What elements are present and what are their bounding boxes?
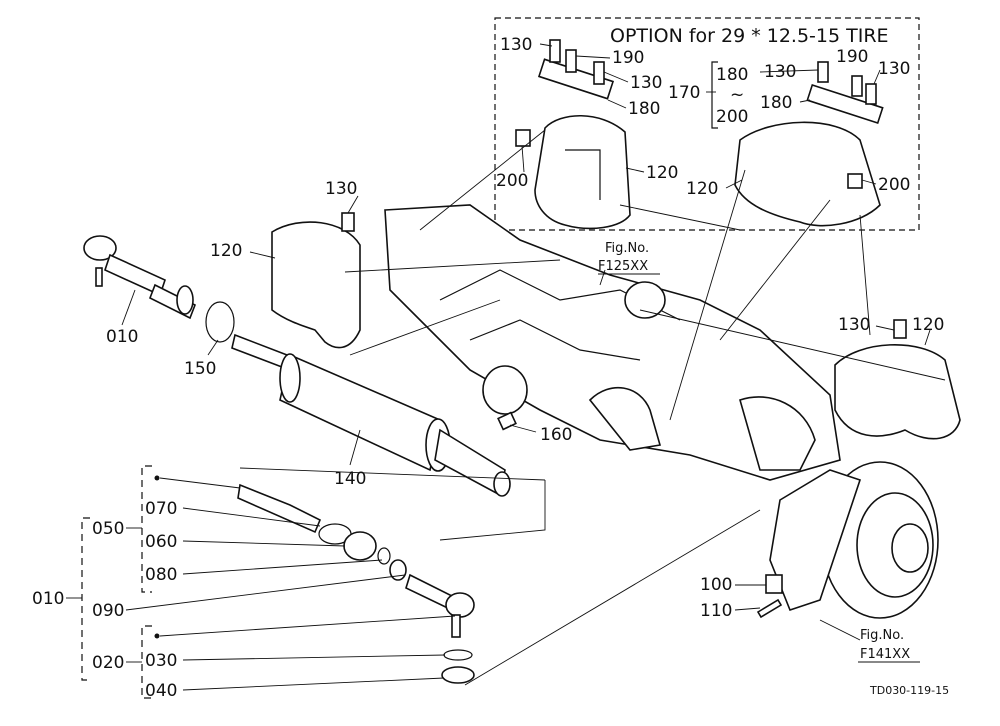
label-180: 180 (628, 99, 660, 119)
bolt-190-left (565, 49, 577, 73)
bolt-130-cover-left (341, 212, 355, 232)
label-020: 020 (92, 653, 124, 673)
label-030: 030 (145, 651, 177, 671)
label-180: 180 (760, 93, 792, 113)
label-130: 130 (764, 62, 796, 82)
label-190: 190 (612, 48, 644, 68)
label-090: 090 (92, 601, 124, 621)
label-040: 040 (145, 681, 177, 701)
label-120: 120 (646, 163, 678, 183)
option-cover-right (734, 61, 884, 227)
drawing-code: TD030-119-15 (869, 684, 949, 697)
option-box: OPTION for 29 * 12.5-15 TIRE (494, 17, 920, 231)
label-120: 120 (686, 179, 718, 199)
fig-ref-code: F125XX (598, 259, 648, 274)
tie-rod-end-020 (445, 592, 475, 618)
housing-right-flange (739, 396, 816, 471)
fig-ref-title: Fig.No. (860, 628, 904, 643)
label-120: 120 (210, 241, 242, 261)
oring-030 (443, 649, 473, 661)
label-120: 120 (912, 315, 944, 335)
bolt-160 (497, 411, 517, 431)
assembly-tree: 050 070 060 080 010 090 020 030 040 (32, 465, 456, 701)
option-title: OPTION for 29 * 12.5-15 TIRE (610, 25, 889, 47)
ring-080 (377, 547, 391, 565)
label-200: 200 (496, 171, 528, 191)
label-200: 200 (878, 175, 910, 195)
label-190: 190 (836, 47, 868, 67)
label-100: 100 (700, 575, 732, 595)
label-110: 110 (700, 601, 732, 621)
label-130: 130 (878, 59, 910, 79)
label-060: 060 (145, 532, 177, 552)
bolt-130-cover-right (893, 319, 907, 339)
pin-110 (756, 598, 783, 619)
label-160: 160 (540, 425, 572, 445)
guide-lines (239, 129, 946, 686)
wheel-hub (769, 461, 939, 619)
nut-100 (765, 574, 783, 594)
snap-ring-150 (205, 301, 235, 343)
label-050: 050 (92, 519, 124, 539)
label-130: 130 (500, 35, 532, 55)
fig-ref-f141xx[interactable]: Fig.No. F141XX (858, 628, 920, 663)
seal-040 (441, 666, 475, 684)
bolt-130-left-2 (593, 61, 605, 85)
label-170: 170 (668, 83, 700, 103)
label-130: 130 (325, 179, 357, 199)
label-130: 130 (838, 315, 870, 335)
main-leaders (121, 195, 931, 611)
housing-port-top (624, 281, 666, 319)
housing-port-left (482, 365, 528, 415)
nut-200-right (847, 173, 863, 189)
cover-120-right (834, 319, 961, 440)
label-150: 150 (184, 359, 216, 379)
option-box-border (494, 17, 920, 231)
label-180: 180 (716, 65, 748, 85)
axle-housing (384, 204, 841, 481)
label-130: 130 (630, 73, 662, 93)
fig-ref-code: F141XX (860, 647, 910, 662)
tie-rod-end-010 (83, 235, 197, 320)
fig-ref-title: Fig.No. (605, 241, 649, 256)
label-140: 140 (334, 469, 366, 489)
label-tilde: ~ (730, 85, 744, 105)
bracket-180-right (806, 83, 884, 125)
bracket-180-left (537, 58, 615, 100)
tie-rod-assembly (237, 483, 475, 684)
part-080 (343, 531, 377, 561)
label-010: 010 (32, 589, 64, 609)
label-070: 070 (145, 499, 177, 519)
steering-cylinder-140 (231, 333, 511, 497)
bolt-190-right (851, 75, 863, 97)
tree-dot (154, 475, 160, 481)
label-010: 010 (106, 327, 138, 347)
option-cover-left (515, 39, 631, 230)
part-070 (237, 483, 322, 534)
fig-ref-f125xx[interactable]: Fig.No. F125XX (598, 241, 660, 275)
cover-120-left (271, 212, 361, 349)
bolt-130-right-2 (865, 83, 877, 105)
nut-200-left (515, 129, 531, 147)
tree-dot (154, 633, 160, 639)
bolt-130-right (817, 61, 829, 83)
label-080: 080 (145, 565, 177, 585)
label-200: 200 (716, 107, 748, 127)
bolt-130-left (549, 39, 561, 63)
